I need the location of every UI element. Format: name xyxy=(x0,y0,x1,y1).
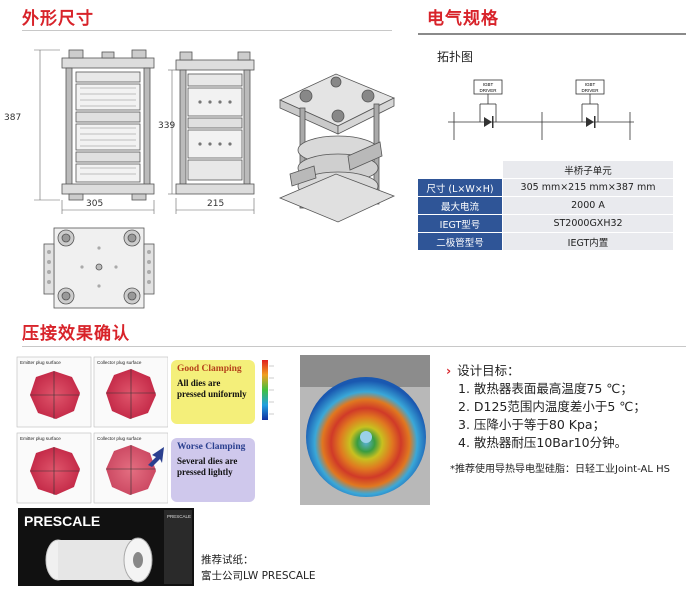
section-rule xyxy=(418,33,686,35)
dim-height-label: 387 xyxy=(4,113,22,123)
goal-item: 1. 散热器表面最高温度75 ℃； xyxy=(458,381,633,396)
top-view-drawing xyxy=(43,227,155,309)
design-goals: ›设计目标： 1. 散热器表面最高温度75 ℃； 2. D125范围内温度差小于… xyxy=(446,362,646,452)
good-clamping-title: Good Clamping xyxy=(177,364,242,374)
spec-table-header: 半桥子单元 xyxy=(502,160,674,179)
goal-item: 4. 散热器耐压10Bar10分钟。 xyxy=(458,435,628,450)
table-row: 最大电流 2000 A xyxy=(417,196,674,215)
table-row: IEGT型号 ST2000GXH32 xyxy=(417,214,674,233)
driver-label-2: IGBT xyxy=(585,82,596,87)
spec-value: 2000 A xyxy=(502,196,674,215)
recommended-paper-title: 推荐试纸： xyxy=(201,554,254,566)
panel-label: Collector plug surface xyxy=(97,360,142,365)
spec-value: IEGT内置 xyxy=(502,232,674,251)
design-goals-heading: ›设计目标： xyxy=(446,363,520,378)
section-title-electrical: 电气规格 xyxy=(427,9,499,29)
worse-clamping-box: Worse Clamping Several dies are pressed … xyxy=(171,438,255,502)
spec-table-corner xyxy=(417,160,503,179)
thermal-color-scale xyxy=(262,360,274,420)
panel-label: Emitter plug surface xyxy=(20,360,61,365)
grease-note: *推荐使用导热导电型硅脂：日轻工业Joint-AL HS xyxy=(450,464,670,475)
prescale-box-brand: PRESCALE xyxy=(167,514,191,519)
section-title-dimensions: 外形尺寸 xyxy=(22,9,94,29)
section-title-clamping: 压接效果确认 xyxy=(22,324,130,344)
driver-label-1b: DRIVER xyxy=(479,88,497,93)
spec-label: IEGT型号 xyxy=(417,214,503,233)
good-clamping-box: Good Clamping All dies are pressed unifo… xyxy=(171,360,255,424)
panel-label: Collector plug surface xyxy=(97,436,142,441)
dim-front-width-label: 305 xyxy=(86,199,104,209)
good-clamping-desc: All dies are pressed uniformly xyxy=(177,378,247,399)
goal-item: 2. D125范围内温度差小于5 ℃； xyxy=(458,399,646,414)
goal-item: 3. 压降小于等于80 Kpa； xyxy=(458,417,606,432)
table-row: 尺寸 (L×W×H) 305 mm×215 mm×387 mm xyxy=(417,178,674,197)
prescale-product-image: PRESCALE PRESCALE xyxy=(18,508,194,586)
spec-label: 尺寸 (L×W×H) xyxy=(417,178,503,197)
bullet-icon: › xyxy=(446,363,452,378)
recommended-paper-value: 富士公司LW PRESCALE xyxy=(201,570,316,582)
worse-clamping-desc: Several dies are pressed lightly xyxy=(177,456,238,477)
topology-diagram: IGBT DRIVER IGBT DRIVER xyxy=(448,79,634,140)
table-row: 二极管型号 IEGT内置 xyxy=(417,232,674,251)
dim-side-height-label: 339 xyxy=(158,121,176,131)
worse-clamping-title: Worse Clamping xyxy=(177,442,246,452)
section-rule xyxy=(22,30,392,31)
prescale-brand: PRESCALE xyxy=(24,513,100,529)
section-rule xyxy=(22,346,686,347)
driver-label-1: IGBT xyxy=(483,82,494,87)
spec-label: 最大电流 xyxy=(417,196,503,215)
spec-table: 半桥子单元 尺寸 (L×W×H) 305 mm×215 mm×387 mm 最大… xyxy=(417,160,674,251)
driver-label-2b: DRIVER xyxy=(581,88,599,93)
spec-value: ST2000GXH32 xyxy=(502,214,674,233)
pressure-film-panels: Emitter plug surface Collector plug surf… xyxy=(16,356,168,504)
dim-side-width-label: 215 xyxy=(207,199,225,209)
topology-label: 拓扑图 xyxy=(437,50,474,64)
spec-table-header-row: 半桥子单元 xyxy=(417,160,674,179)
panel-label: Emitter plug surface xyxy=(20,436,61,441)
stack-3d-render xyxy=(278,73,396,223)
side-view-drawing xyxy=(168,51,255,214)
spec-label: 二极管型号 xyxy=(417,232,503,251)
thermal-simulation-image xyxy=(300,355,430,505)
spec-value: 305 mm×215 mm×387 mm xyxy=(502,178,674,197)
front-view-drawing xyxy=(34,49,155,214)
